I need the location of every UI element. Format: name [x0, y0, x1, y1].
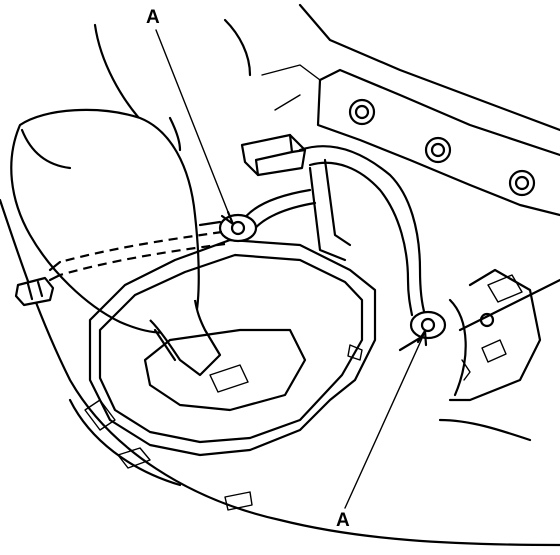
callout-leaders — [155, 29, 428, 509]
shift-base — [68, 238, 377, 511]
side-bracket — [448, 268, 542, 402]
shift-knob — [10, 108, 222, 377]
bracket-holes — [261, 64, 560, 217]
callout-label-a-top: A — [146, 7, 160, 28]
callout-label-a-bottom: A — [336, 510, 350, 531]
harness-connector — [240, 133, 307, 177]
dashed-wire — [14, 230, 226, 307]
